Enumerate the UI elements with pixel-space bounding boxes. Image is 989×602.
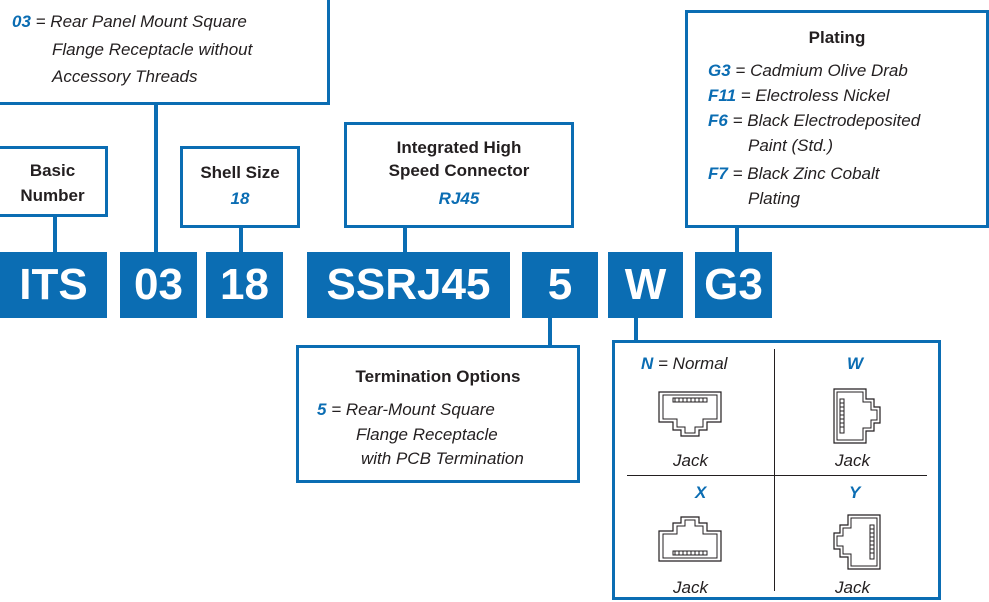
basic-label-line2: Number [20,186,85,205]
termination-line1: = Rear-Mount Square [331,400,495,419]
plating-code-1: F11 [708,86,737,105]
termination-line2: Flange Receptacle [356,425,498,444]
style-desc-line1: = Rear Panel Mount Square [35,12,247,31]
plating-text-0: = Cadmium Olive Drab [735,61,908,80]
leader-plating [735,225,739,255]
orientation-divider-horizontal [627,475,927,476]
termination-title: Termination Options [355,367,521,386]
style-option-box: 03 = Rear Panel Mount Square Flange Rece… [0,0,330,105]
code-style: 03 [120,252,197,318]
orientation-caption-w: Jack [835,451,870,470]
style-desc-line3: Accessory Threads [52,67,198,86]
orientation-box: N = Normal Jack W Jack X Jack Y Jack [612,340,941,600]
leader-style [154,104,158,254]
style-desc-line2: Flange Receptacle without [52,40,253,59]
plating-text-2: = Black Electrodeposited [732,111,921,130]
shell-size-box: Shell Size 18 [180,146,300,228]
code-basic: ITS [0,252,107,318]
leader-orientation [634,316,638,345]
orientation-divider-vertical [774,349,775,591]
connector-title-line1: Integrated High [396,138,522,157]
termination-code: 5 [317,400,327,419]
termination-box: Termination Options 5 = Rear-Mount Squar… [296,345,580,483]
leader-shell [239,225,243,255]
orientation-code-y: Y [849,483,861,502]
plating-text-1: = Electroless Nickel [740,86,890,105]
code-termination: 5 [522,252,598,318]
plating-code-3: F7 [708,164,728,183]
plating-title: Plating [808,28,866,47]
connector-value: RJ45 [438,189,480,208]
leader-basic [53,215,57,255]
shell-size-value: 18 [230,189,250,208]
code-orientation: W [608,252,683,318]
orientation-suffix-n: = Normal [658,354,728,373]
connector-title-line2: Speed Connector [388,161,530,180]
leader-termination [548,316,552,350]
orientation-code-n: N [641,354,654,373]
termination-line3: with PCB Termination [361,449,524,468]
code-shell: 18 [206,252,283,318]
orientation-caption-x: Jack [673,578,708,597]
shell-size-title: Shell Size [200,163,280,182]
jack-n-icon [658,391,722,437]
jack-x-icon [658,516,722,562]
plating-cont-3: Plating [748,189,800,208]
plating-code-0: G3 [708,61,731,80]
jack-y-icon [833,514,881,570]
orientation-caption-n: Jack [673,451,708,470]
style-code-label: 03 [12,12,31,31]
basic-label-line1: Basic [29,161,76,180]
connector-box: Integrated High Speed Connector RJ45 [344,122,574,228]
plating-code-2: F6 [708,111,728,130]
plating-cont-2: Paint (Std.) [748,136,834,155]
code-plating: G3 [695,252,772,318]
jack-w-icon [833,388,881,444]
basic-number-box: Basic Number [0,146,108,217]
leader-connector [403,225,407,255]
plating-box: Plating G3 = Cadmium Olive Drab F11 = El… [685,10,989,228]
orientation-code-x: X [695,483,707,502]
code-connector: SSRJ45 [307,252,510,318]
plating-text-3: = Black Zinc Cobalt [732,164,880,183]
orientation-caption-y: Jack [835,578,870,597]
orientation-code-w: W [847,354,864,373]
